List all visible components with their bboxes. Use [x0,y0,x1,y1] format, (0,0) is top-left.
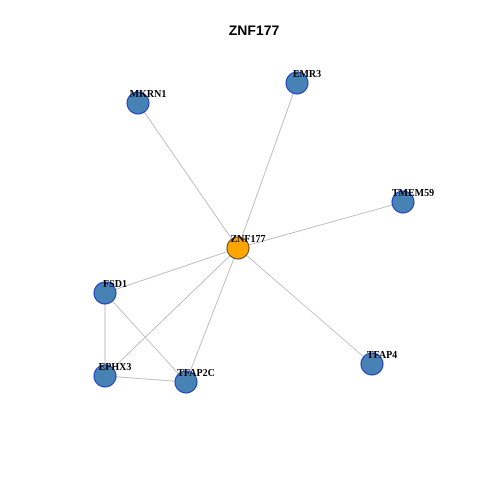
edge-znf177-tfap4 [237,247,373,365]
node-ephx3: EPHX3 [93,362,132,388]
edge-znf177-tmem59 [237,201,404,249]
edge-znf177-fsd1 [104,247,239,294]
node-circle-tfap4 [360,352,384,376]
edge-ephx3-tfap2c [104,375,187,383]
node-circle-tfap2c [174,370,198,394]
node-tfap2c: TFAP2C [174,368,215,394]
edge-znf177-emr3 [237,82,298,249]
node-tmem59: TMEM59 [391,188,434,214]
node-circle-znf177 [226,236,250,260]
edge-znf177-mkrn1 [137,102,239,249]
node-mkrn1: MKRN1 [126,89,167,115]
node-label-mkrn1: MKRN1 [130,89,167,100]
node-label-tfap2c: TFAP2C [177,368,215,379]
node-label-znf177: ZNF177 [231,234,266,245]
node-circle-tmem59 [391,190,415,214]
node-circle-emr3 [285,71,309,95]
node-tfap4: TFAP4 [360,350,397,376]
node-label-fsd1: FSD1 [103,279,127,290]
edge-znf177-ephx3 [104,247,239,377]
edge-znf177-tfap2c [185,247,239,383]
node-znf177: ZNF177 [226,234,266,260]
edge-layer [104,82,404,383]
diagram-title: ZNF177 [229,22,280,38]
node-label-ephx3: EPHX3 [99,362,132,373]
node-fsd1: FSD1 [93,279,127,305]
edge-fsd1-tfap2c [104,292,187,383]
node-circle-mkrn1 [126,91,150,115]
node-label-tmem59: TMEM59 [392,188,434,199]
node-label-emr3: EMR3 [293,69,321,80]
node-label-tfap4: TFAP4 [367,350,397,361]
node-circle-ephx3 [93,364,117,388]
node-emr3: EMR3 [285,69,321,95]
node-circle-fsd1 [93,281,117,305]
